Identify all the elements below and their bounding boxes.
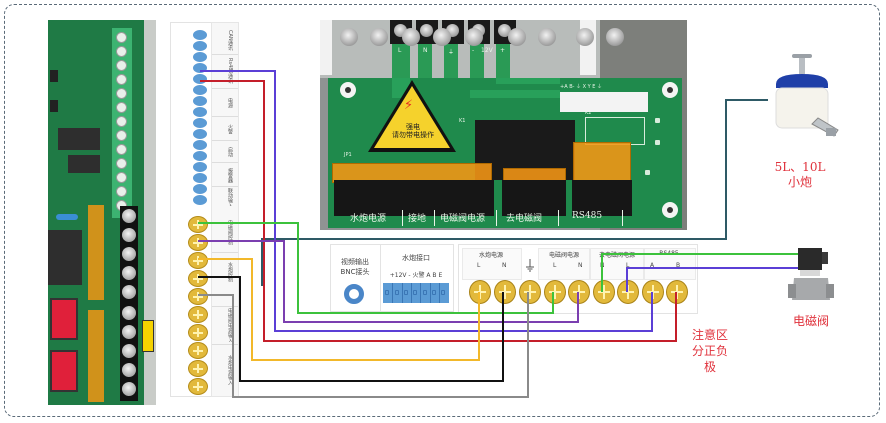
terminal-screw: [617, 280, 639, 304]
psu-label-minus: -: [472, 47, 475, 54]
terminal-screw: [188, 360, 208, 377]
terminal-screw: [666, 280, 688, 304]
terminal-screw: [188, 378, 208, 395]
terminal-pin: [193, 173, 207, 183]
terminal-screw: [188, 342, 208, 359]
diagram-frame: [4, 4, 880, 417]
section-title-rs485: RS485: [659, 250, 679, 257]
pin-label: B: [676, 262, 681, 269]
terminal-screw: [188, 288, 208, 305]
psu-label-ground: ⏚: [448, 49, 455, 56]
pin-label: N: [578, 262, 583, 269]
power-switch-2: [50, 350, 78, 392]
cannon-interface-pins: +12V - 火警 A B E: [389, 272, 443, 279]
ref-k1: K1: [459, 118, 466, 124]
green-terminal-block: [112, 28, 132, 218]
board-label-to-valve: 去电磁阀: [506, 214, 543, 224]
section-title-cannon-power: 水炮电源: [478, 252, 503, 259]
terminal-pin: [193, 184, 207, 194]
pin-label: L: [477, 262, 481, 269]
label-cannon-power-input: 水炮电源输入: [227, 355, 233, 385]
pin-label: L: [626, 262, 630, 269]
ref-jp1: JP1: [344, 152, 352, 158]
terminal-screw: [593, 280, 615, 304]
terminal-pin: [193, 74, 207, 84]
power-switch-1: [50, 298, 78, 340]
terminal-pin: [193, 41, 207, 51]
lightning-bolt-icon: ⚡: [404, 98, 414, 113]
control-board-photo: [48, 20, 156, 405]
label-can: CAN通讯: [227, 29, 233, 51]
terminal-screw: [188, 252, 208, 269]
terminal-screw: [188, 324, 208, 341]
terminal-screw: [188, 216, 208, 233]
label-fire-alarm: 火警: [227, 124, 233, 134]
terminal-pin: [193, 107, 207, 117]
bnc-connector-icon: [344, 284, 364, 304]
terminal-screw: [519, 280, 541, 304]
terminal-screw: [642, 280, 664, 304]
label-valve-power-input: 电磁阀电源输入: [227, 308, 233, 342]
terminal-pin: [193, 30, 207, 40]
board-label-ground: 接地: [408, 214, 427, 224]
psu-label-n: N: [423, 47, 428, 54]
polarity-note: 注意区 分正负 极: [691, 328, 728, 374]
terminal-screw: [469, 280, 491, 304]
terminal-pin: [193, 63, 207, 73]
terminal-pin: [193, 96, 207, 106]
label-start: 启动: [227, 147, 233, 157]
board-label-rs485: RS485: [572, 211, 603, 221]
section-title-to-valve: 去电磁阀电源: [598, 252, 635, 259]
terminal-pin: [193, 85, 207, 95]
terminal-screw: [494, 280, 516, 304]
terminal-pin: [193, 129, 207, 139]
psu-label-plus: +: [500, 47, 506, 54]
terminal-screw: [544, 280, 566, 304]
pin-label: N: [600, 262, 605, 269]
white-connector: [560, 92, 648, 112]
terminal-screw: [188, 306, 208, 323]
terminal-screw: [188, 270, 208, 287]
psu-label-l: L: [398, 47, 402, 54]
terminal-pin: [193, 195, 207, 205]
bnc-label: 视频输出 BNC接头: [340, 258, 370, 276]
label-alarm: 报警器: [227, 167, 233, 183]
valve-label: 电磁阀: [792, 314, 829, 328]
terminal-screw: [188, 234, 208, 251]
terminal-pin: [193, 52, 207, 62]
pin-label: N: [502, 262, 507, 269]
pin-label: L: [553, 262, 557, 269]
label-power: 电源: [227, 98, 233, 108]
cannon-interface-title: 水炮接口: [402, 254, 430, 262]
board-label-cannon-power: 水炮电源: [350, 214, 387, 224]
connector-labels: +A B- ⏚ X Y E ⏚: [560, 84, 603, 90]
warning-text: 强电 请勿带电操作: [392, 123, 434, 139]
label-valve-control: 电磁阀控制: [227, 219, 233, 245]
pin-label: A: [650, 262, 655, 269]
terminal-pin: [193, 140, 207, 150]
psu-label-12v: 12V: [481, 47, 493, 54]
solenoid-valve-image: [788, 248, 834, 300]
label-linkage-input: 联动输入: [227, 188, 233, 206]
terminal-pin: [193, 118, 207, 128]
label-cannon-control: 水炮控制: [227, 262, 233, 282]
terminal-pin: [193, 162, 207, 172]
ground-icon: [526, 259, 534, 272]
label-rs485: Rs485通讯: [227, 58, 233, 84]
terminal-cover: [573, 142, 631, 184]
terminal-screw: [568, 280, 590, 304]
section-title-valve-power: 电磁阀电源: [548, 252, 579, 259]
cannon-label: 5L、10L 小炮: [774, 160, 826, 189]
terminal-pin: [193, 151, 207, 161]
small-fire-cannon-image: [775, 54, 839, 137]
main-board-photo: L N ⏚ - 12V + ⚡ 强电 请勿带电操作 K1 K2 JP1 +A B…: [320, 20, 687, 230]
board-label-valve-power: 电磁阀电源: [440, 214, 486, 224]
